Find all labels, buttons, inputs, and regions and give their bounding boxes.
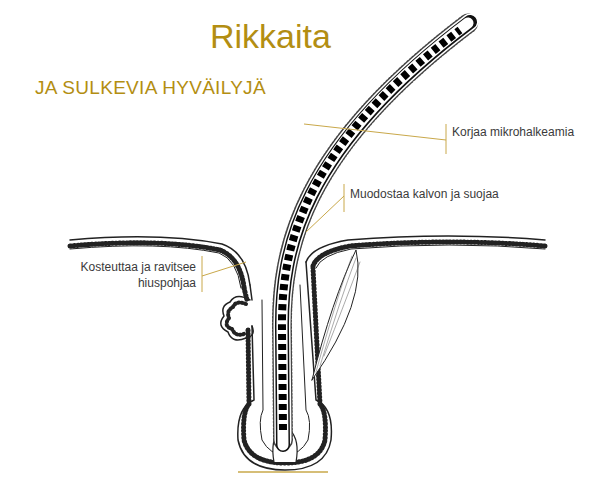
- hair-outline-dotted: [282, 22, 470, 440]
- base-line: [238, 471, 328, 473]
- arrector-pili-muscle: [312, 250, 358, 380]
- title: Rikkaita: [210, 16, 331, 56]
- leader-line: [304, 124, 446, 154]
- callout-label: Muodostaa kalvon ja suojaa: [350, 186, 499, 202]
- callout-label: Kosteuttaa ja ravitsee hiuspohjaa: [54, 259, 196, 291]
- hair-shaft-inner: [282, 23, 468, 445]
- sebaceous-gland-ticks: [227, 303, 246, 335]
- muscle-fibres: [316, 256, 360, 372]
- leader-line: [202, 256, 246, 292]
- hair-shaft: [282, 22, 470, 445]
- hair-medulla: [282, 30, 460, 430]
- leader-line: [306, 184, 344, 232]
- subtitle: JA SULKEVIA HYVÄILYJÄ: [35, 77, 266, 99]
- hair-cuticle: [282, 22, 470, 440]
- callout-label: Korjaa mikrohalkeamia: [452, 124, 574, 140]
